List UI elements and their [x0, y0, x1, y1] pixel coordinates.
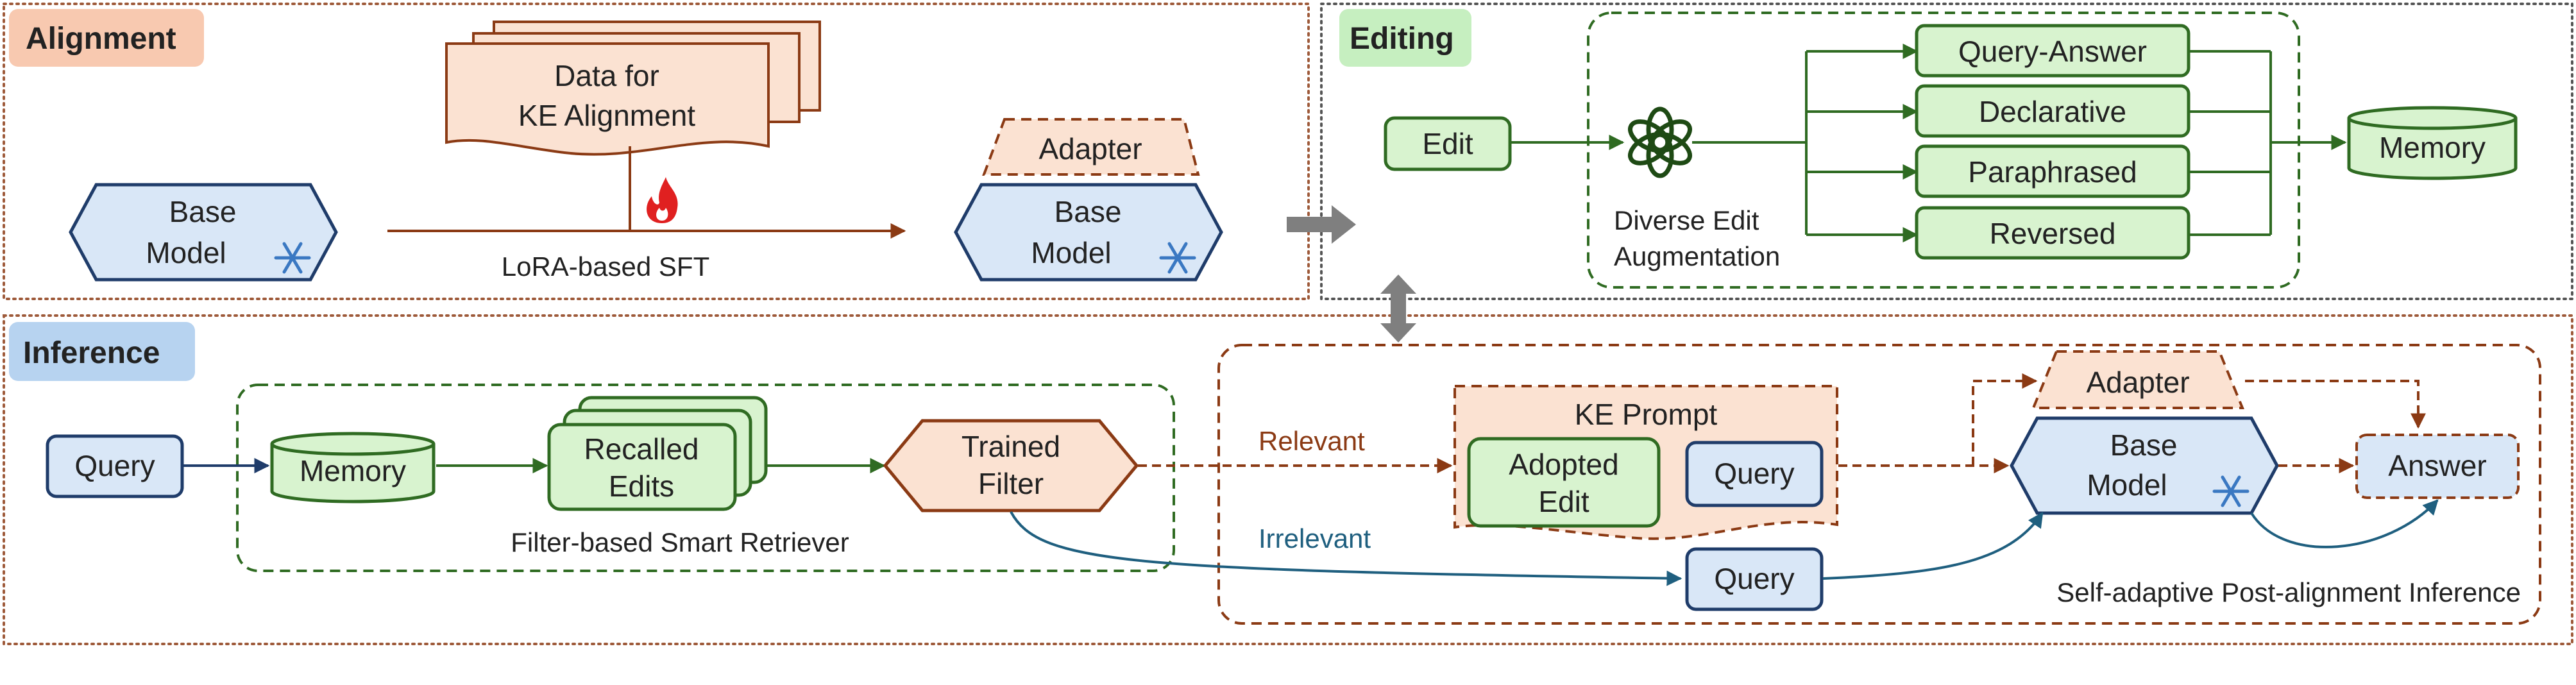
snowflake-icon [2212, 475, 2250, 507]
adapter-node: Adapter [982, 118, 1200, 176]
flame-icon [647, 177, 678, 223]
svg-text:Data for: Data for [554, 59, 659, 92]
inference-adapter-node: Adapter [2031, 350, 2244, 409]
svg-text:Model: Model [146, 236, 226, 269]
edit-node: Edit [1384, 116, 1512, 171]
svg-text:Edit: Edit [1538, 485, 1589, 518]
alignment-tag [9, 9, 204, 67]
svg-text:Query: Query [74, 449, 155, 482]
inference-tag [9, 322, 195, 381]
augmentation-label-2: Augmentation [1614, 241, 1780, 271]
svg-text:Edits: Edits [609, 469, 674, 503]
prompt-query-node: Query [1685, 441, 1824, 507]
base-model-node: Base Model [69, 183, 338, 282]
aligned-base-model-node: Base Model [954, 183, 1223, 282]
svg-text:KE Alignment: KE Alignment [518, 99, 695, 132]
relevant-label: Relevant [1258, 426, 1365, 456]
svg-text:KE Prompt: KE Prompt [1575, 398, 1718, 431]
trained-filter-node: Trained Filter [883, 419, 1139, 512]
svg-text:Query: Query [1714, 457, 1794, 490]
svg-text:Adapter: Adapter [1038, 132, 1142, 165]
augmentation-fanin [2190, 50, 2347, 236]
smart-retriever-label: Filter-based Smart Retriever [511, 527, 849, 557]
edit-form-paraphrased: Paraphrased [1915, 144, 2190, 198]
query-to-model-arrow [1822, 512, 2044, 580]
answer-node: Answer [2355, 434, 2520, 499]
ke-alignment-data-stack: Data for KE Alignment [445, 21, 821, 156]
openai-logo-icon [1628, 106, 1692, 178]
model-to-answer-curve [2250, 499, 2439, 548]
snowflake-icon [274, 242, 311, 274]
adopted-edit-node: Adopted Edit [1467, 437, 1661, 528]
inference-title: Inference [23, 336, 160, 370]
alignment-title: Alignment [26, 22, 176, 56]
post-alignment-frame [1217, 344, 2541, 625]
inference-section: Inference [3, 314, 2573, 645]
edit-form-declarative: Declarative [1915, 84, 2190, 138]
editing-inference-link-arrow [1380, 275, 1416, 342]
svg-text:Paraphrased: Paraphrased [1968, 155, 2137, 189]
inference-memory-node: Memory [270, 432, 436, 503]
svg-text:Trained: Trained [962, 430, 1060, 463]
editing-memory-node: Memory [2347, 106, 2518, 180]
svg-text:Query-Answer: Query-Answer [1958, 35, 2147, 68]
svg-text:Base: Base [2110, 428, 2178, 462]
svg-text:Edit: Edit [1422, 127, 1473, 160]
adapter-bypass-arrow [1972, 373, 2426, 466]
irrelevant-label: Irrelevant [1258, 523, 1371, 554]
svg-text:Adopted: Adopted [1509, 448, 1618, 481]
svg-text:Reversed: Reversed [1990, 217, 2116, 250]
svg-text:Memory: Memory [300, 454, 406, 487]
recalled-edits-stack: Recalled Edits [547, 396, 768, 511]
inference-base-model-node: Base Model [2010, 416, 2279, 515]
edit-form-reversed: Reversed [1915, 206, 2190, 260]
editing-title: Editing [1350, 22, 1454, 56]
snowflake-icon [1159, 242, 1196, 274]
svg-text:Base: Base [169, 195, 237, 228]
svg-text:Recalled: Recalled [584, 432, 699, 466]
augmentation-label: Diverse Edit [1614, 205, 1759, 235]
svg-text:Declarative: Declarative [1979, 95, 2126, 128]
svg-text:Base: Base [1055, 195, 1122, 228]
svg-text:Memory: Memory [2379, 131, 2486, 164]
svg-text:Filter: Filter [978, 467, 1044, 500]
irrelevant-query-node: Query [1685, 547, 1824, 611]
post-alignment-label: Self-adaptive Post-alignment Inference [2056, 577, 2521, 607]
smart-retriever-frame [236, 384, 1175, 572]
irrelevant-arrow [1010, 511, 1682, 586]
svg-text:Model: Model [1031, 236, 1111, 269]
editing-section: Editing [1320, 3, 2573, 300]
editing-tag [1339, 9, 1471, 67]
svg-text:Query: Query [1714, 562, 1794, 595]
svg-text:Adapter: Adapter [2086, 366, 2189, 399]
augmentation-fanout [1692, 44, 1919, 242]
edit-form-query-answer: Query-Answer [1915, 24, 2190, 78]
svg-text:Model: Model [2087, 468, 2167, 502]
input-query-node: Query [46, 434, 184, 498]
lora-label: LoRA-based SFT [502, 251, 709, 282]
lora-sft-arrow: LoRA-based SFT [387, 146, 906, 282]
alignment-to-editing-arrow [1287, 205, 1356, 244]
alignment-section: Alignment [3, 3, 1310, 300]
svg-text:Answer: Answer [2388, 449, 2486, 482]
